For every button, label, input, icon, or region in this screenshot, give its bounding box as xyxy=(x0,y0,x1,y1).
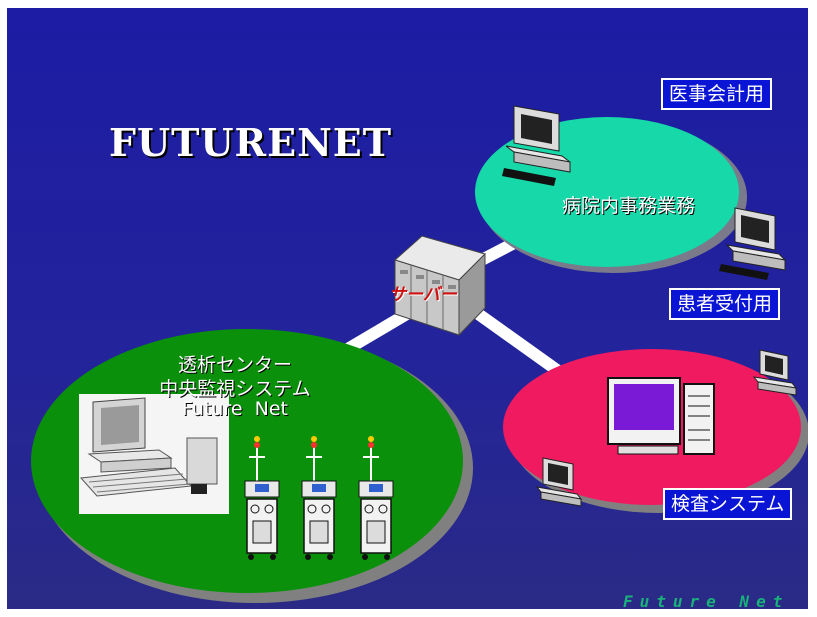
pc-icon-reception xyxy=(719,207,787,280)
slide: FUTURENET サーバー 病院内事務業務 医事会計用 患者受付用 検査システ… xyxy=(7,8,808,609)
future-net-watermark: Future Net xyxy=(623,592,790,609)
reception-terminal-label: 患者受付用 xyxy=(669,288,781,320)
dialysis-machine-icon xyxy=(301,436,337,560)
server-label: サーバー xyxy=(389,285,457,305)
office-network-label: 病院内事務業務 xyxy=(562,195,696,217)
pc-icon-lab-left xyxy=(535,457,583,507)
dialysis-label-line2: 中央監視システム xyxy=(159,378,311,400)
lab-workstation-icon xyxy=(607,377,715,455)
lab-network-label: 検査システム xyxy=(663,488,793,520)
dialysis-machine-icon xyxy=(358,436,394,560)
dialysis-label-line3: Future Net xyxy=(182,398,288,420)
pc-icon-lab-top xyxy=(752,349,798,396)
server-icon xyxy=(394,235,486,337)
network-diagram xyxy=(31,105,808,603)
dialysis-workstation-icon xyxy=(79,394,229,514)
slide-title: FUTURENET xyxy=(109,120,393,165)
dialysis-machine-icon xyxy=(244,436,280,560)
dialysis-label-line1: 透析センター xyxy=(177,354,292,376)
pc-icon-accounting xyxy=(502,105,571,186)
accounting-terminal-label: 医事会計用 xyxy=(661,78,773,110)
